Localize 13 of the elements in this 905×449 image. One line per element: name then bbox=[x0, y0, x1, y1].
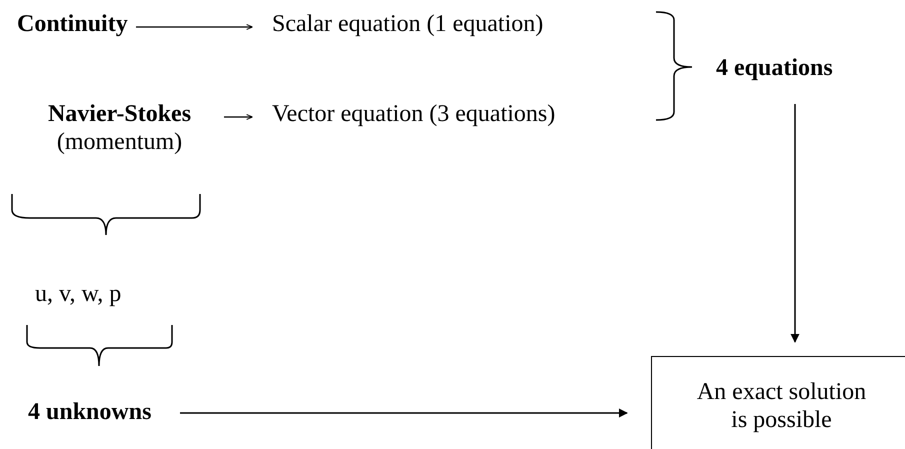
heading-label: Continuity bbox=[17, 10, 128, 38]
text-label: u, v, w, p bbox=[35, 280, 122, 308]
text-label: (momentum) bbox=[56, 128, 182, 156]
result-box: An exact solution is possible bbox=[651, 356, 905, 449]
text-label: Scalar equation (1 equation) bbox=[272, 10, 544, 38]
text-label: Vector equation (3 equations) bbox=[272, 100, 556, 128]
arrow bbox=[136, 24, 254, 30]
heading-label: 4 equations bbox=[716, 54, 833, 82]
arrow bbox=[790, 104, 800, 343]
heading-label: Navier-Stokes bbox=[48, 100, 192, 128]
arrow bbox=[180, 408, 628, 418]
heading-label: 4 unknowns bbox=[28, 398, 152, 426]
arrow bbox=[224, 114, 254, 120]
